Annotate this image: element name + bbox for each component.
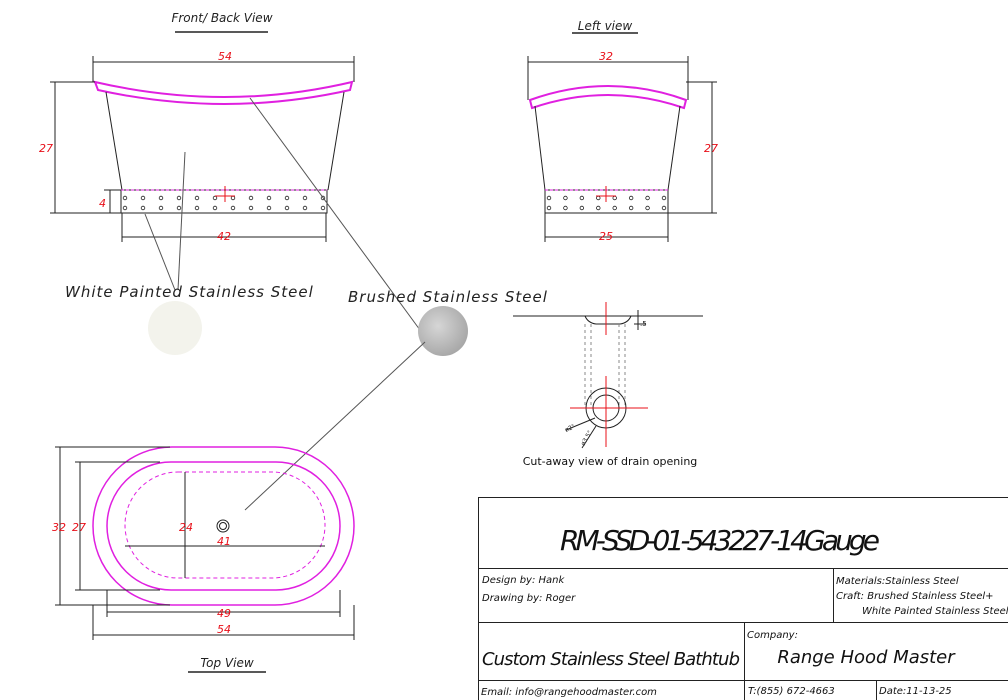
base-hole (194, 195, 200, 201)
front-rim (93, 80, 354, 105)
base-hole (628, 195, 634, 201)
phone: T:(855) 672-4663 (748, 686, 835, 697)
dim-top-basin-width: 24 (179, 521, 193, 534)
base-hole (266, 195, 272, 201)
base-hole (546, 205, 552, 211)
base-hole (596, 205, 601, 211)
left-base-holes (546, 195, 667, 211)
dim-top-inner-length: 49 (217, 607, 231, 620)
base-hole (266, 205, 272, 211)
base-hole (122, 205, 128, 211)
company-label: Company: (747, 630, 798, 641)
base-hole (284, 205, 290, 211)
left-view: Left view 32 27 25 (527, 19, 718, 243)
dim-left-height: 27 (704, 142, 718, 155)
dim-left-bottom-width: 25 (599, 230, 613, 243)
base-hole (302, 205, 308, 211)
front-base-holes (122, 195, 326, 211)
dim-top-inner-width: 27 (72, 521, 86, 534)
base-hole (612, 195, 617, 201)
email: Email: info@rangehoodmaster.com (481, 687, 657, 698)
top-inner-rim (106, 461, 341, 591)
base-hole (158, 205, 164, 211)
base-hole (248, 205, 254, 211)
front-view: Front/ Back View 54 27 4 42 (39, 11, 421, 331)
top-basin (124, 471, 326, 579)
dim-top-outer-length: 54 (217, 623, 231, 636)
drain-caption: Cut-away view of drain opening (523, 455, 698, 468)
base-hole (212, 195, 218, 201)
base-hole (122, 195, 128, 201)
dim-left-top-width: 32 (599, 50, 613, 63)
left-view-title: Left view (578, 19, 633, 33)
base-hole (596, 195, 601, 201)
base-hole (320, 195, 326, 201)
dim-front-base-height: 4 (99, 197, 106, 210)
base-hole (158, 195, 164, 201)
base-hole (320, 205, 326, 211)
dim-front-bottom-length: 42 (217, 230, 231, 243)
base-hole (579, 205, 585, 211)
white-painted-swatch (148, 301, 202, 355)
dim-front-top-length: 54 (218, 50, 232, 63)
base-hole (176, 205, 182, 211)
base-hole (628, 205, 634, 211)
base-hole (645, 195, 650, 201)
base-hole (645, 205, 650, 211)
title-block: RM-SSD-01-543227-14Gauge Design by: Hank… (478, 497, 1008, 700)
base-hole (194, 205, 200, 211)
craft-line-1: Craft: Brushed Stainless Steel+ (836, 591, 994, 602)
front-base (120, 189, 328, 214)
finish-white-label: White Painted Stainless Steel (65, 283, 314, 301)
dim-drain-inner-dia: ø2" (564, 423, 576, 434)
dim-drain-depth: .5 (640, 320, 647, 328)
front-view-title: Front/ Back View (171, 11, 272, 25)
dim-front-height: 27 (39, 142, 53, 155)
base-hole (563, 195, 568, 201)
dim-top-drain-offset: 41 (217, 535, 231, 548)
dim-drain-outer-dia: ø3.5" (580, 429, 594, 447)
craft-line-2: White Painted Stainless Steel (862, 606, 1008, 617)
design-by: Design by: Hank (482, 575, 566, 586)
base-hole (140, 195, 146, 201)
base-hole (230, 205, 236, 211)
base-hole (230, 195, 236, 201)
base-hole (140, 205, 146, 211)
date: Date:11-13-25 (879, 686, 952, 697)
base-hole (661, 205, 667, 211)
left-rim (528, 85, 688, 110)
product-name: Custom Stainless Steel Bathtub (482, 649, 740, 670)
base-hole (563, 205, 568, 211)
materials: Materials:Stainless Steel (836, 576, 959, 587)
dim-top-outer-width: 32 (52, 521, 66, 534)
finish-brushed-label: Brushed Stainless Steel (348, 288, 548, 306)
drawing-by: Drawing by: Roger (482, 593, 576, 604)
base-hole (546, 195, 552, 201)
base-hole (661, 195, 667, 201)
part-number: RM-SSD-01-543227-14Gauge (560, 524, 880, 557)
brushed-steel-swatch (418, 306, 468, 356)
base-hole (212, 205, 218, 211)
top-view: 32 27 24 41 49 54 Top View (52, 446, 355, 673)
top-outer-rim (92, 446, 355, 606)
base-hole (579, 195, 585, 201)
finish-samples: White Painted Stainless Steel Brushed St… (65, 283, 548, 511)
base-hole (176, 195, 182, 201)
base-hole (612, 205, 617, 211)
top-view-title: Top View (200, 656, 254, 670)
base-hole (248, 195, 254, 201)
base-hole (302, 195, 308, 201)
base-hole (284, 195, 290, 201)
company-name: Range Hood Master (777, 647, 956, 668)
drain-cutaway: .5 ø2" ø3.5" Cut-away view of drain open… (513, 302, 703, 468)
